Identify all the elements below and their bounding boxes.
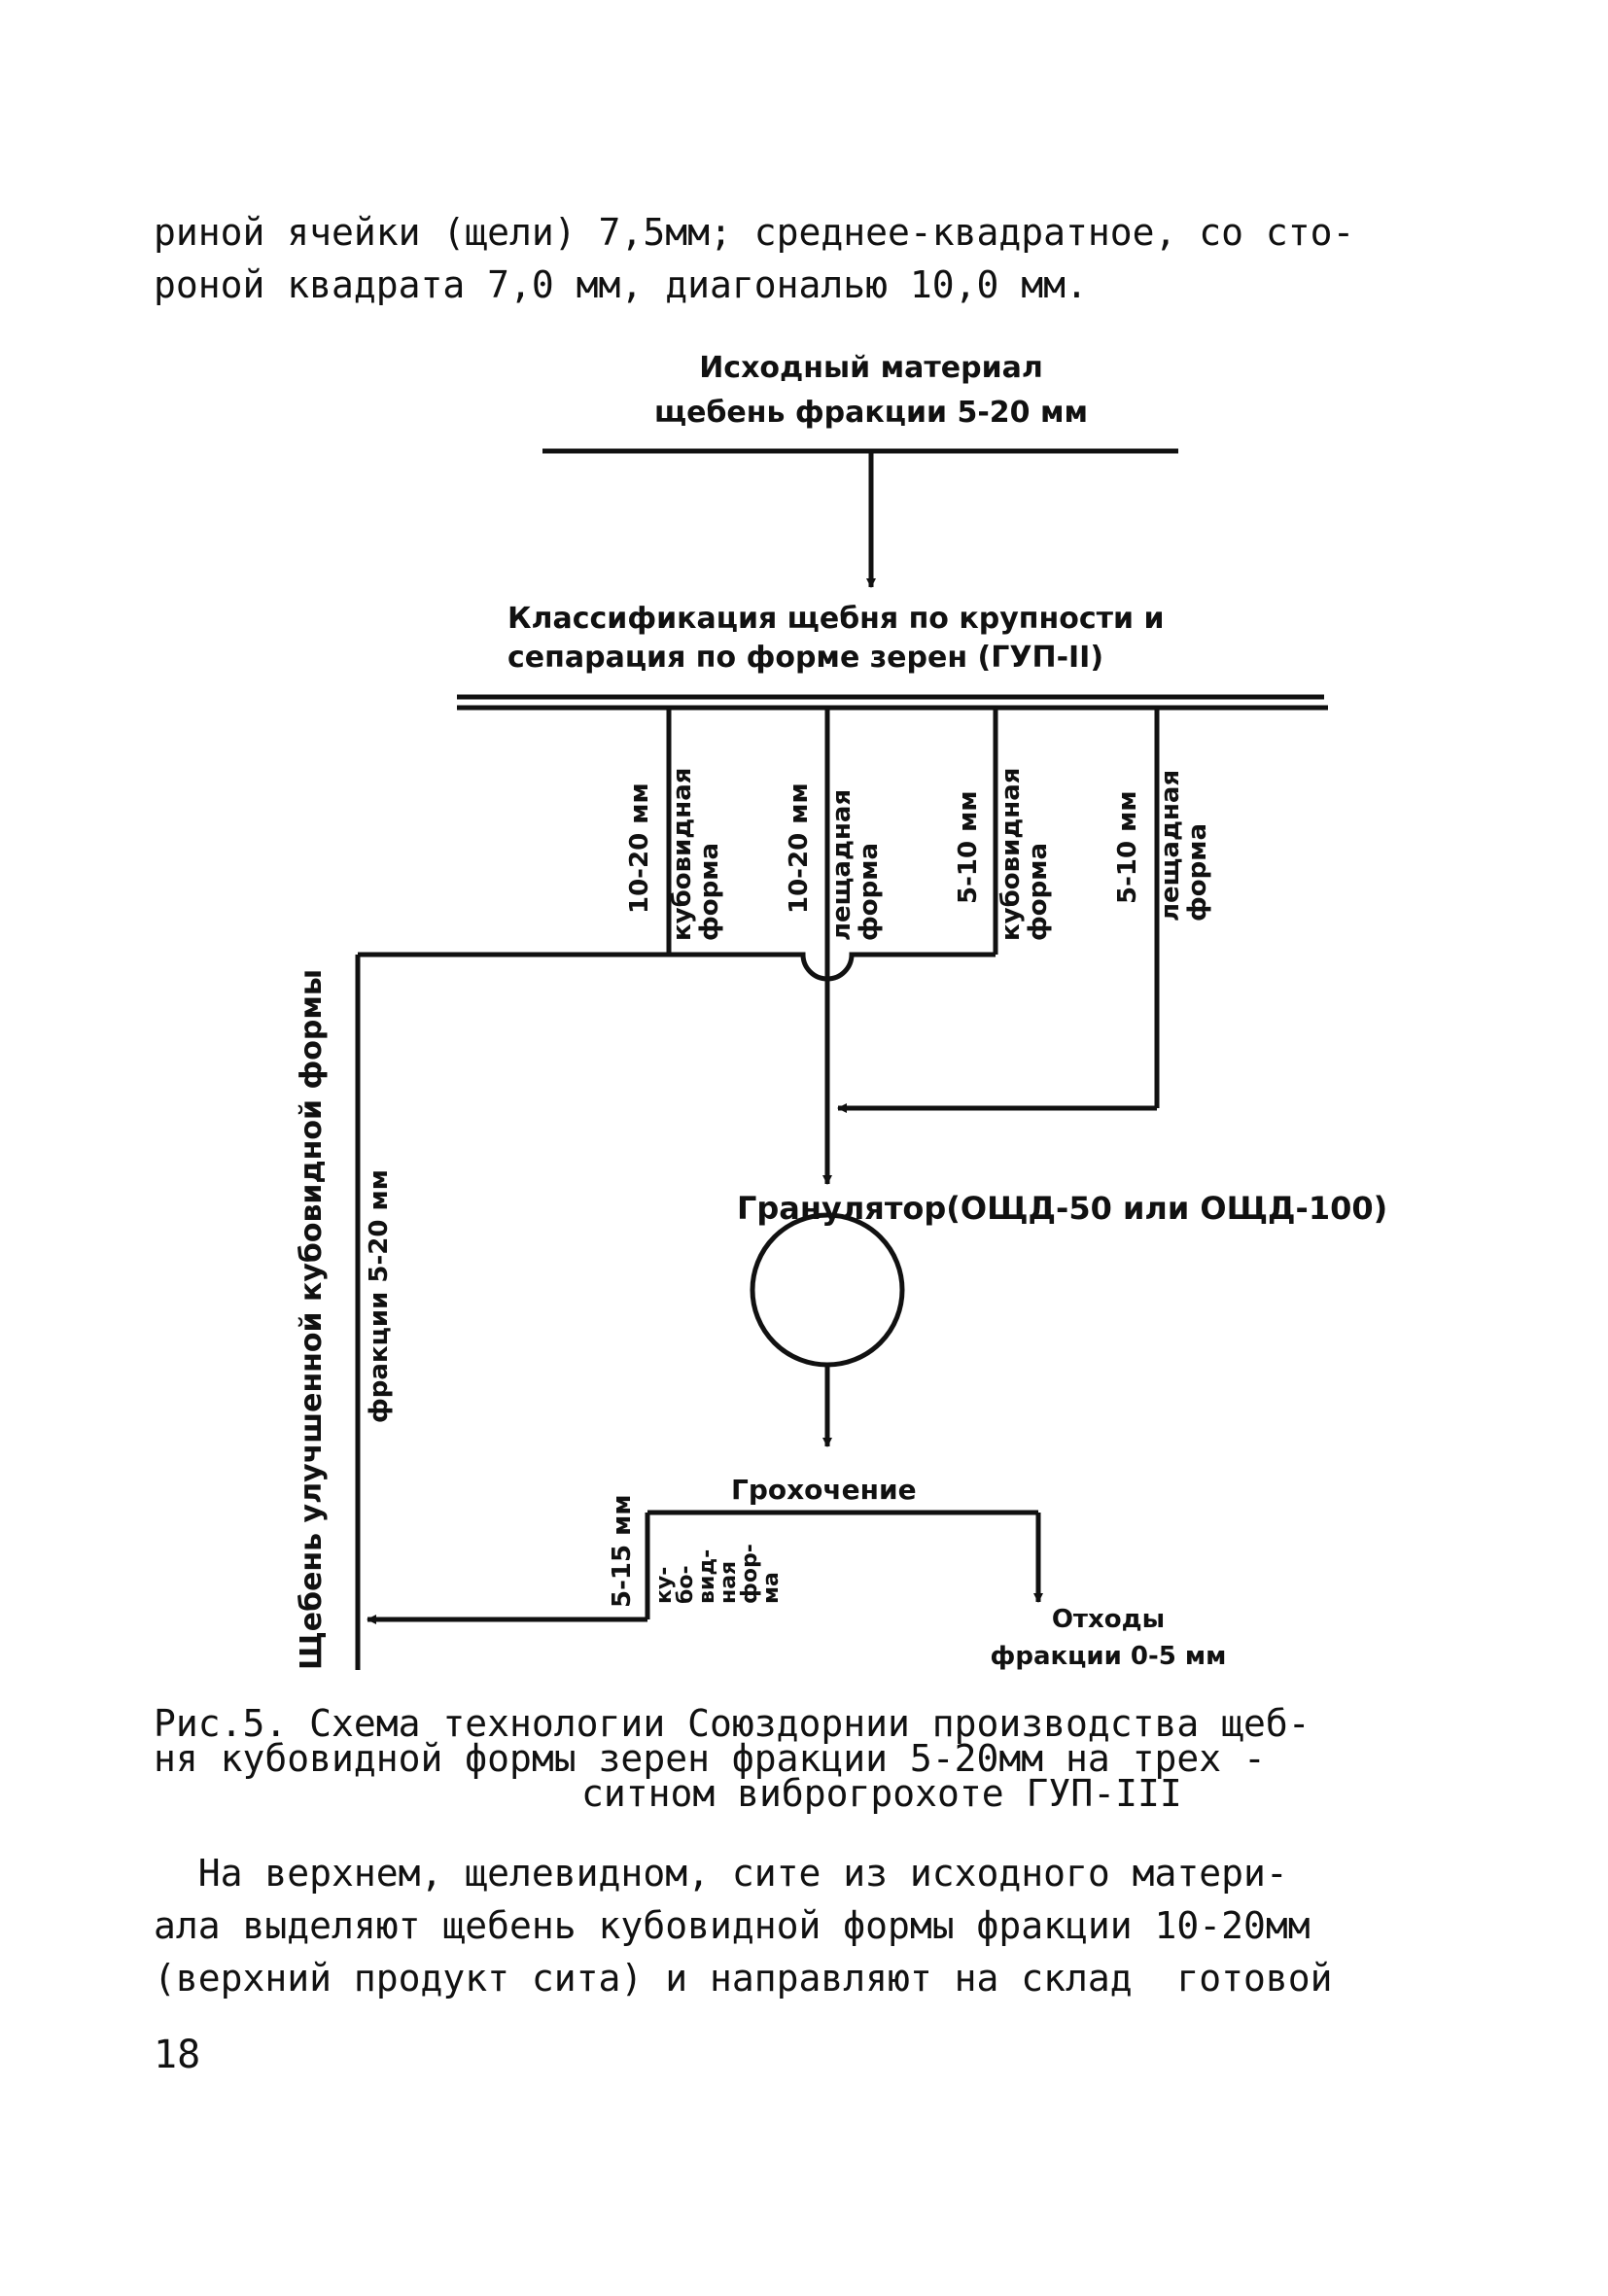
cubical-collector-line — [358, 952, 996, 982]
page-number: 18 — [154, 2033, 201, 2077]
branch1-shape-a: кубовидная — [668, 768, 697, 941]
branch3-shape-a: кубовидная — [996, 768, 1026, 941]
branch3-shape-b: форма — [1024, 843, 1053, 941]
branch4-shape-b: форма — [1183, 823, 1212, 922]
return-shape-a: ку- — [652, 1567, 677, 1604]
text-line: риной ячейки (щели) 7,5мм; среднее-квадр… — [154, 211, 1355, 254]
granulator-circle — [750, 1212, 905, 1368]
branch1-shape-b: форма — [695, 843, 724, 941]
text-line: ала выделяют щебень кубовидной формы фра… — [154, 1904, 1311, 1947]
screening-label: Грохочение — [731, 1474, 917, 1506]
branch2-size: 10-20 мм — [785, 783, 814, 914]
caption-line: Рис.5. Схема технологии Союздорнии произ… — [154, 1702, 1311, 1745]
return-shape-f: ма — [759, 1572, 784, 1604]
waste-label-2: фракции 0-5 мм — [991, 1642, 1227, 1671]
product-label-1: Щебень улучшенной кубовидной формы — [295, 969, 329, 1670]
classification-label-1: Классификация щебня по крупности и — [507, 602, 1164, 636]
text-line: роной квадрата 7,0 мм, диагональю 10,0 м… — [154, 263, 1088, 306]
source-label-1: Исходный материал — [699, 351, 1043, 385]
return-shape-e: фор- — [738, 1544, 762, 1604]
body-paragraph: На верхнем, щелевидном, сите из исходног… — [154, 1847, 1456, 2004]
branch2-shape-b: форма — [855, 843, 884, 941]
branch4-size: 5-10 мм — [1113, 790, 1142, 904]
process-flow-diagram: Исходный материал щебень фракции 5-20 мм… — [295, 351, 1387, 1671]
waste-label-1: Отходы — [1052, 1605, 1165, 1634]
return-size: 5-15 мм — [608, 1494, 637, 1608]
branch4-shape-a: лещадная — [1156, 770, 1185, 922]
product-label-2: фракции 5-20 мм — [365, 1169, 394, 1423]
branch1-size: 10-20 мм — [625, 783, 654, 914]
intro-paragraph: риной ячейки (щели) 7,5мм; среднее-квадр… — [154, 206, 1456, 311]
branch2-shape-a: лещадная — [827, 789, 856, 941]
source-label-2: щебень фракции 5-20 мм — [654, 396, 1088, 430]
text-line: (верхний продукт сита) и направляют на с… — [154, 1957, 1333, 2000]
caption-line: ситном виброгрохоте ГУП-III — [581, 1772, 1182, 1815]
branch3-size: 5-10 мм — [954, 790, 983, 904]
return-shape-b: бо- — [674, 1565, 698, 1604]
caption-line: ня кубовидной формы зерен фракции 5-20мм… — [154, 1737, 1266, 1780]
granulator-label: Гранулятор(ОЩД-50 или ОЩД-100) — [737, 1190, 1387, 1227]
figure-caption: Рис.5. Схема технологии Союздорнии произ… — [154, 1702, 1456, 1815]
classification-label-2: сепарация по форме зерен (ГУП-II) — [507, 641, 1103, 675]
return-shape-c: вид- — [695, 1549, 719, 1604]
return-shape-d: ная — [717, 1561, 741, 1604]
text-line: На верхнем, щелевидном, сите из исходног… — [154, 1852, 1288, 1895]
